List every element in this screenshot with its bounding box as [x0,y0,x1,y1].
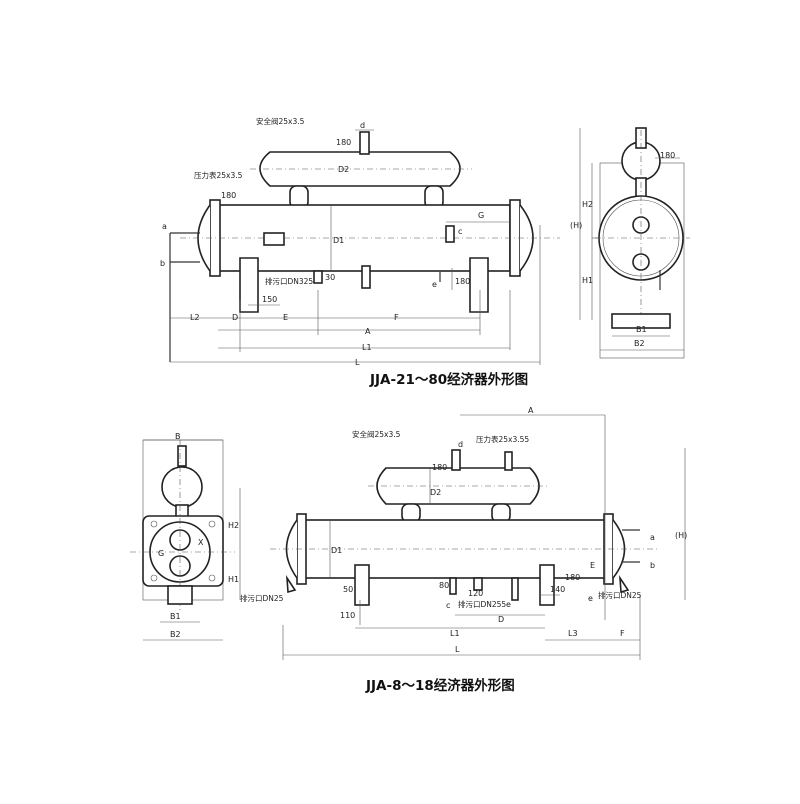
figure1-caption: JJA-21～80经济器外形图 [369,371,528,388]
figure2-caption: JJA-8～18经济器外形图 [365,677,515,694]
fig1-B2: B2 [634,339,645,348]
nozzle-c [445,225,455,243]
fig2-B2: B2 [170,630,181,639]
side-base [611,313,671,329]
fig2-drain-right: 排污口DN25 [598,590,642,600]
nozzle-e [361,265,371,289]
safety-valve-stub [359,131,370,155]
fig2-safety-valve-label: 安全阀25x3.5 [352,429,401,439]
fig1-L1: L1 [362,343,372,352]
fig2-L: L [455,645,460,654]
drain-2-left [285,575,297,594]
fig2-G: G [158,549,164,558]
drain-2-mid [473,577,483,591]
fig1-H2: H2 [582,200,593,209]
fig1-A: A [365,327,371,336]
safety-valve-stub-2 [451,449,461,471]
fig2-H2: H2 [228,521,239,530]
fig2-X: X [198,538,204,547]
fig1-L: L [355,358,360,367]
fig2-110: 110 [340,611,355,620]
name-plate [263,232,285,246]
fig1-d: d [360,121,365,130]
fig1-b: b [160,259,165,268]
fig2-E: E [590,561,595,570]
fig2-120: 120 [468,589,483,598]
side2-valve-stub [177,445,187,467]
fig1-30: 30 [325,273,335,282]
gauge-stub-2 [504,451,513,471]
drain-nozzle [313,270,323,284]
fig1-e: e [432,280,437,289]
fig1-G: G [478,211,484,220]
fig2-H: (H) [675,531,687,540]
fig2-b: b [650,561,655,570]
fig1-D2: D2 [338,165,349,174]
fig2-F: F [620,629,625,638]
nozzle-2-e [511,577,519,601]
fig1-side-180: 180 [660,151,675,160]
fig1-150: 150 [262,295,277,304]
fig1-drain-label: 排污口DN325 [265,276,313,286]
fig2-B1: B1 [170,612,181,621]
fig2-c: c [446,601,450,610]
fig2-180-top: 180 [432,463,447,472]
fig2-180-right: 180 [565,573,580,582]
fig1-L2: L2 [190,313,200,322]
fig2-L3: L3 [568,629,578,638]
fig1-F: F [394,313,399,322]
drain-2-right [618,575,630,594]
fig2-e: e [506,600,511,609]
fig2-drain-mid: 排污口DN255 [458,599,506,609]
fig2-pressure-gauge-label: 压力表25x3.55 [476,434,529,444]
fig1-H: (H) [570,221,582,230]
fig2-drain-left: 排污口DN25 [240,593,284,603]
fig1-180-left: 180 [221,191,236,200]
fig1-E: E [283,313,288,322]
nozzle-2-c [449,577,457,595]
fig2-D: D [498,615,504,624]
fig2-80: 80 [439,581,449,590]
fig1-180-top: 180 [336,138,351,147]
fig2-B: B [175,432,181,441]
fig1-H1: H1 [582,276,593,285]
fig2-D2: D2 [430,488,441,497]
fig1-a: a [162,222,167,231]
fig2-a: a [650,533,655,542]
fig2-H1: H1 [228,575,239,584]
upper-vessel-2 [376,467,540,505]
fig2-50: 50 [343,585,353,594]
fig1-D1: D1 [333,236,344,245]
fig2-e-right: e [588,594,593,603]
fig1-c: c [458,227,462,236]
fig2-d: d [458,440,463,449]
support-right [469,257,489,313]
fig2-D1: D1 [331,546,342,555]
fig1-safety-valve-label: 安全阀25x3.5 [256,116,305,126]
fig1-D: D [232,313,238,322]
figure2-side-view [130,439,241,641]
fig2-140: 140 [550,585,565,594]
support-2-left [354,564,370,606]
figure1-front-view [169,129,560,365]
support-left [239,257,259,313]
fig2-A: A [528,406,534,415]
side2-upper-vessel [161,466,203,508]
side2-base [167,585,193,605]
figure2-front-view [270,414,686,660]
fig2-L1: L1 [450,629,460,638]
figure1-side-view [579,127,690,359]
fig1-180-right: 180 [455,277,470,286]
fig1-pressure-gauge-label: 压力表25x3.5 [194,170,243,180]
fig1-B1: B1 [636,325,647,334]
